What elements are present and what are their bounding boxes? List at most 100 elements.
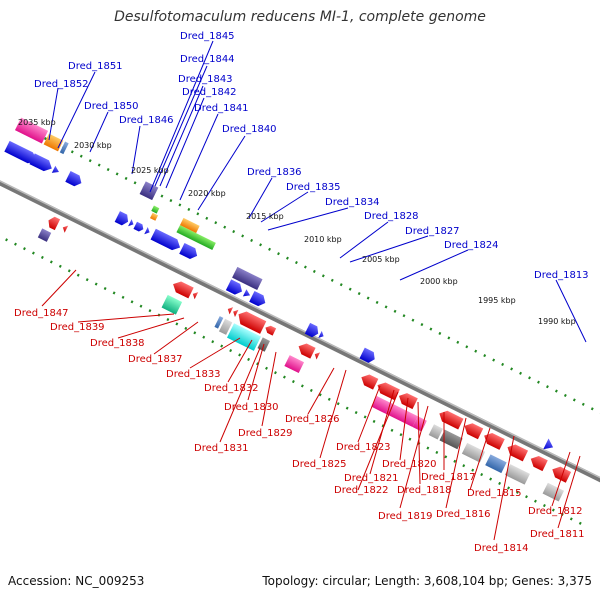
gene-label: Dred_1829 [238,428,293,439]
accession-label: Accession: NC_009253 [8,574,145,588]
bottom-gene-labels: Dred_1847 Dred_1839 Dred_1838 Dred_1837 … [14,308,585,554]
gene-block [504,464,530,485]
gene-label: Dred_1813 [534,270,589,281]
gene-block [214,316,224,329]
scale-label: 2035 kbp [18,118,56,127]
gene-block [428,424,443,440]
gene-block [485,454,507,474]
gene-label: Dred_1825 [292,459,347,470]
gene-label: Dred_1843 [178,74,233,85]
scale-label: 1995 kbp [478,296,516,305]
gene-block [149,212,159,221]
gene-arrow [249,290,266,307]
scale-label: 2010 kbp [304,235,342,244]
gene-label: Dred_1846 [119,115,174,126]
gene-label: Dred_1847 [14,308,69,319]
gene-arrow [543,438,554,450]
reverse-strand-genes [37,216,572,502]
gene-block [385,403,418,428]
gene-label: Dred_1841 [194,103,249,114]
gene-arrow [377,382,400,401]
gene-label: Dred_1845 [180,31,235,42]
scale-label: 1990 kbp [538,317,576,326]
gene-block [371,395,391,414]
gene-block [139,181,159,201]
gene-label: Dred_1828 [364,211,419,222]
gene-label: Dred_1834 [325,197,380,208]
gene-arrow [399,393,418,410]
gene-label: Dred_1836 [247,167,302,178]
gene-label: Dred_1837 [128,354,183,365]
scale-label: 2030 kbp [74,141,112,150]
gene-label: Dred_1835 [286,182,341,193]
gene-arrow [144,227,150,235]
gene-label: Dred_1833 [166,369,221,380]
gene-label: Dred_1850 [84,101,139,112]
gene-label: Dred_1816 [436,509,491,520]
gene-block [461,442,486,463]
gene-arrow [65,171,82,187]
genome-title: Desulfotomaculum reducens MI-1, complete… [114,9,486,25]
gene-block [14,117,49,144]
gene-arrow [62,225,69,233]
top-gene-labels: Dred_1845 Dred_1844 Dred_1843 Dred_1842 … [34,31,589,281]
gene-block [151,205,160,214]
gene-label: Dred_1842 [182,87,237,98]
gene-arrow [298,343,316,359]
top-leader-lines [48,40,587,343]
gene-block [439,429,463,450]
genome-track [0,117,600,529]
gene-arrow [133,221,144,232]
gene-arrow [192,292,199,300]
gene-arrow [238,311,267,334]
gene-label: Dred_1839 [50,322,105,333]
gene-arrow [265,325,277,336]
gene-block [227,323,261,351]
gene-arrow [304,322,319,338]
gene-label: Dred_1820 [382,459,437,470]
gene-label: Dred_1840 [222,124,277,135]
upper-scale-rail [26,128,600,432]
gene-label: Dred_1826 [285,414,340,425]
scale-label: 2005 kbp [362,255,400,264]
gene-label: Dred_1830 [224,402,279,413]
gene-label: Dred_1821 [344,473,399,484]
gene-arrow [242,289,251,297]
scale-label: 2000 kbp [420,277,458,286]
gene-arrow [227,307,234,315]
gene-label: Dred_1824 [444,240,499,251]
gene-label: Dred_1827 [405,226,460,237]
gene-arrow [507,444,529,462]
gene-label: Dred_1814 [474,543,529,554]
gene-arrow [173,281,194,299]
gene-label: Dred_1852 [34,79,89,90]
gene-block [179,217,200,234]
gene-label: Dred_1812 [528,506,583,517]
gene-block [284,355,305,374]
gene-label: Dred_1844 [180,54,235,65]
gene-label: Dred_1832 [204,383,259,394]
gene-label: Dred_1815 [467,488,522,499]
scale-label: 2025 kbp [131,166,169,175]
gene-block [161,294,183,315]
gene-block [59,141,69,155]
gene-label: Dred_1811 [530,529,585,540]
gene-arrow [484,432,505,450]
gene-arrow [314,352,321,360]
lower-scale-rail [0,224,589,529]
gene-block [232,266,263,291]
gene-block [412,416,427,432]
gene-arrow [233,309,239,317]
gene-arrow [552,466,572,483]
gene-block [542,482,565,502]
scale-labels: 2035 kbp 2030 kbp 2025 kbp 2020 kbp 2015… [18,118,576,326]
gene-arrow [464,423,484,440]
gene-block [218,318,233,335]
gene-arrow [225,279,242,295]
gene-arrow [361,374,379,390]
gene-arrow [318,330,324,339]
gene-block [176,225,216,250]
gene-label: Dred_1818 [397,485,452,496]
scale-label: 2020 kbp [188,189,226,198]
